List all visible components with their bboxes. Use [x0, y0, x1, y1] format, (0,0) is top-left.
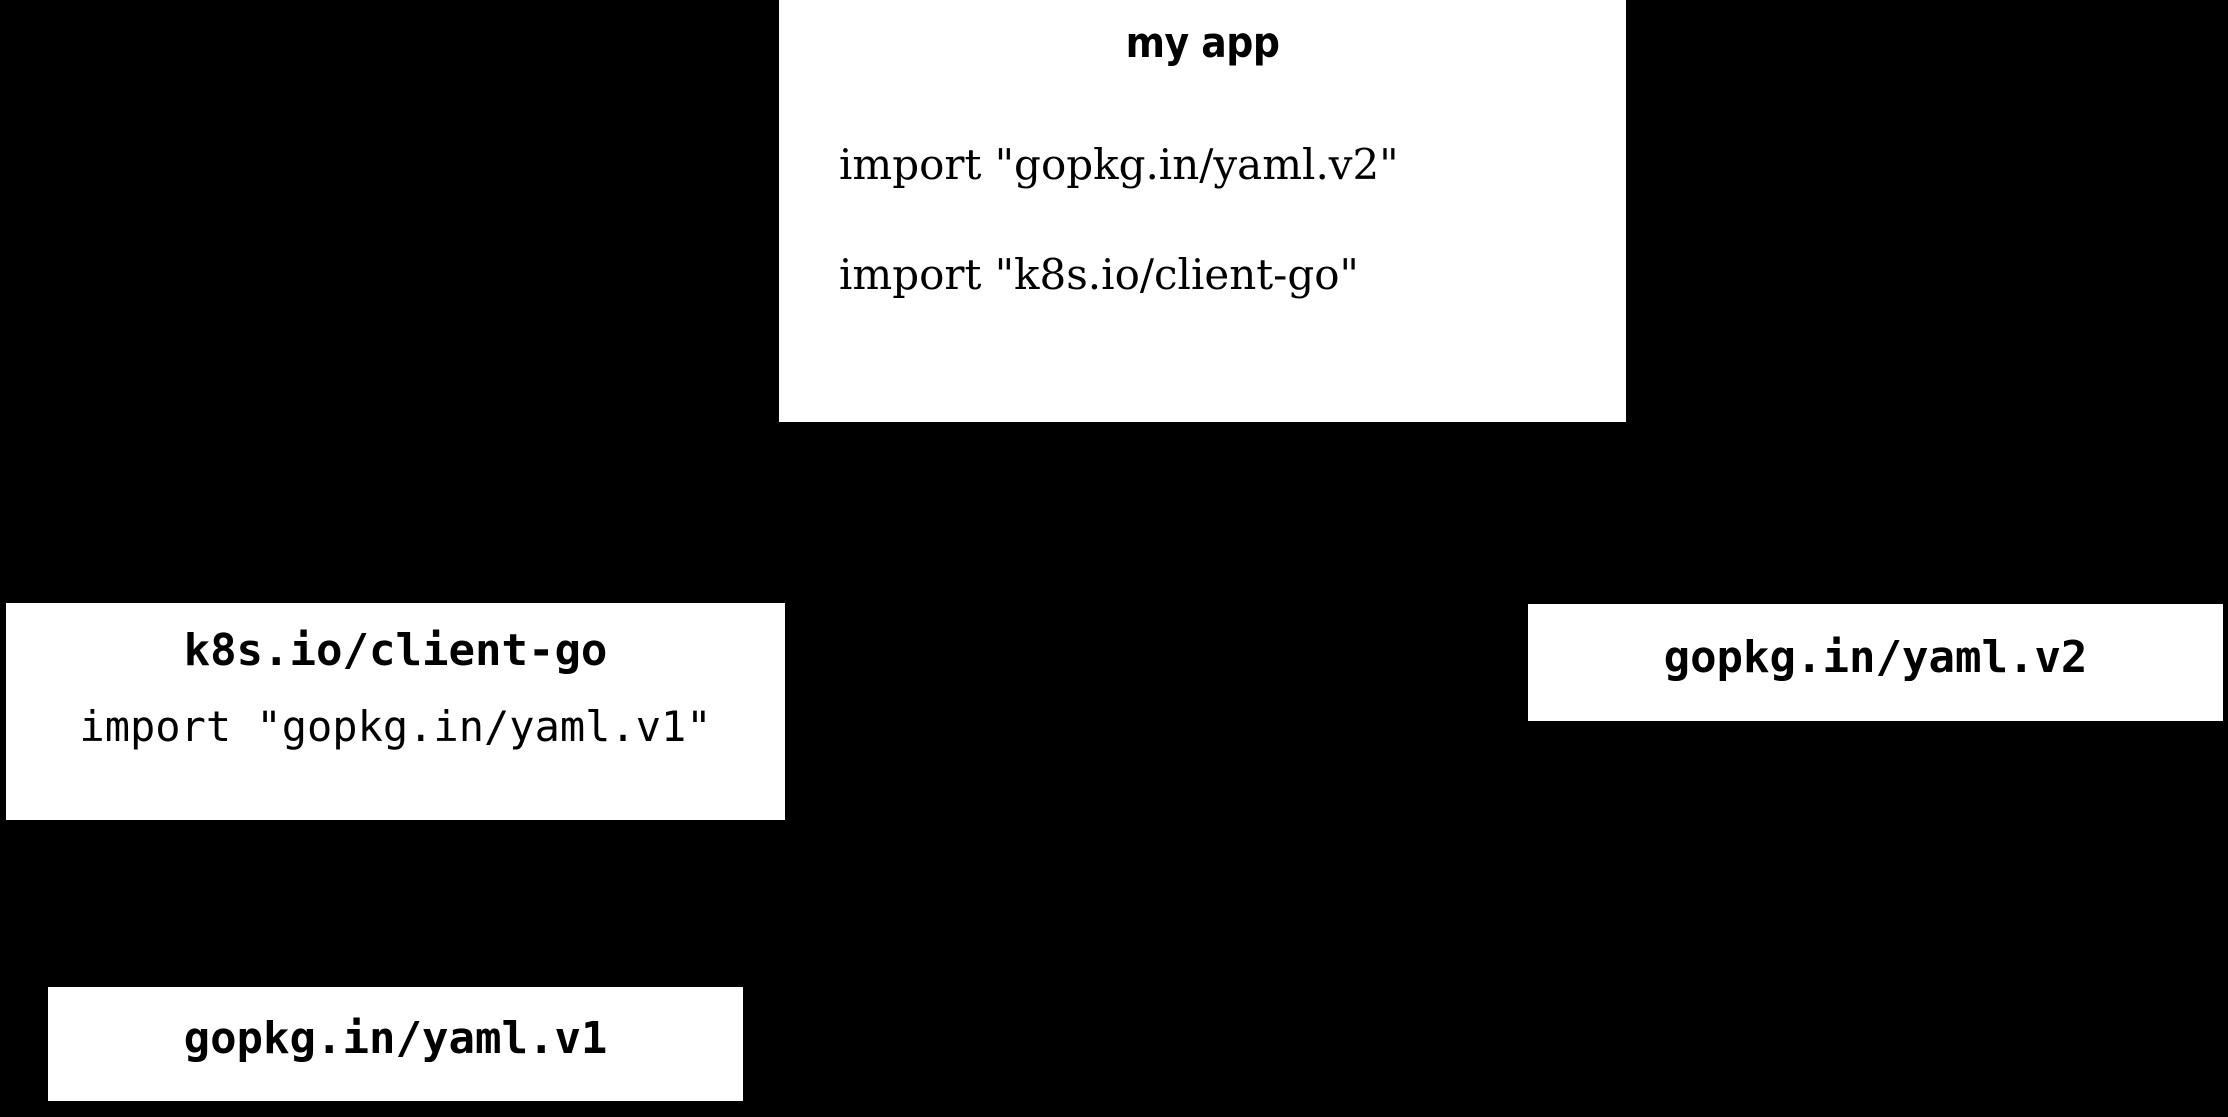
node-body-k8s-io-client-go: import "gopkg.in/yaml.v1" [6, 701, 785, 753]
node-k8s-io-client-go[interactable]: k8s.io/client-go import "gopkg.in/yaml.v… [6, 603, 785, 820]
node-title-my-app: my app [1125, 18, 1280, 67]
import-line-client-go: import "k8s.io/client-go" [839, 250, 1359, 299]
node-title-gopkg-in-yaml-v2: gopkg.in/yaml.v2 [1663, 632, 2088, 683]
import-line-yaml-v1: import "gopkg.in/yaml.v1" [79, 702, 712, 751]
node-title-k8s-io-client-go: k8s.io/client-go [183, 625, 608, 676]
node-gopkg-in-yaml-v2[interactable]: gopkg.in/yaml.v2 [1528, 604, 2223, 721]
node-gopkg-in-yaml-v1[interactable]: gopkg.in/yaml.v1 [48, 987, 743, 1101]
node-title-gopkg-in-yaml-v1: gopkg.in/yaml.v1 [183, 1013, 608, 1064]
node-my-app[interactable]: my app import "gopkg.in/yaml.v2" import … [779, 0, 1626, 422]
import-line-yaml-v2: import "gopkg.in/yaml.v2" [839, 140, 1399, 189]
node-body-my-app: import "gopkg.in/yaml.v2" import "k8s.io… [779, 110, 1626, 330]
